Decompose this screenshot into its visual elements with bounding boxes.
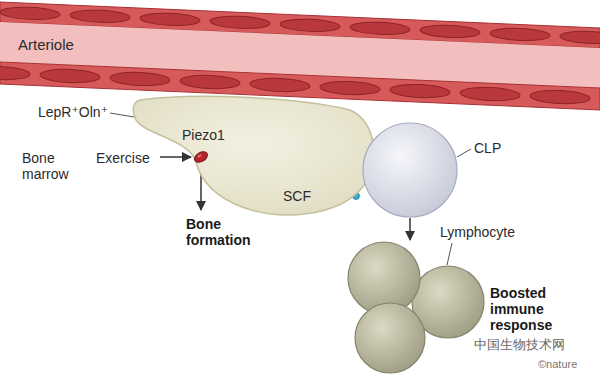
cell-body <box>133 96 373 215</box>
clp-cell: CLP <box>362 122 458 218</box>
node-label: CLP <box>474 140 501 156</box>
node-label: Arteriole <box>18 36 74 53</box>
stimulus-label: Exercise <box>96 150 150 166</box>
arteriole-band: Arteriole <box>0 0 600 112</box>
lymphocyte-cell <box>355 303 425 373</box>
cell-body <box>363 123 457 217</box>
exercise-arrow <box>160 156 191 158</box>
watermark: 中国生物技术网 <box>474 338 565 353</box>
leader-line <box>110 113 134 117</box>
node-label: Lymphocyte <box>440 224 515 240</box>
piezo1-channel: Piezo1 <box>194 151 208 163</box>
lymph-outline <box>343 240 488 376</box>
leader-line <box>457 149 471 157</box>
capsule-outline <box>194 151 208 163</box>
outcome-label: Bone formation <box>186 216 266 248</box>
circle-outline <box>362 122 458 218</box>
lepr-oln-cell: LepR⁺Oln⁺Piezo1 <box>132 92 380 224</box>
flow-arrow <box>409 218 411 240</box>
channel-highlight <box>197 154 203 159</box>
leader-line <box>447 243 452 265</box>
blob-outline <box>132 92 380 224</box>
lymphocyte-cluster: Lymphocyte <box>343 240 488 376</box>
outcome-label: Boosted immune response <box>490 285 580 333</box>
copyright-mark: ©nature <box>538 358 577 371</box>
molecule-label: SCF <box>283 188 311 204</box>
channel-body <box>193 150 210 165</box>
region-label: Bone marrow <box>22 150 82 182</box>
node-label: LepR⁺Oln⁺ <box>38 104 108 120</box>
wall-cells <box>0 6 600 105</box>
node-label: Piezo1 <box>182 127 225 143</box>
